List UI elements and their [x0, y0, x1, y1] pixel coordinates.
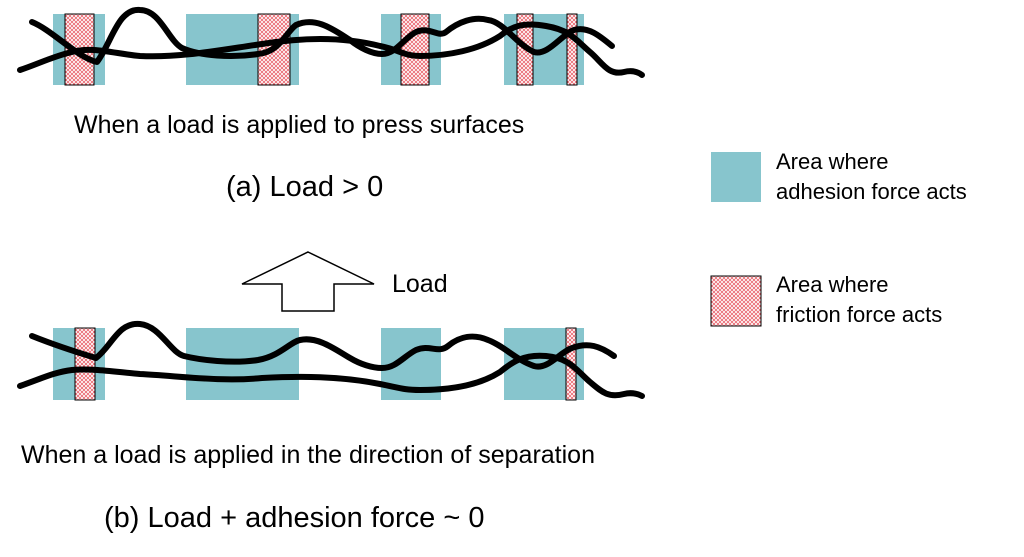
upper-surface-line — [29, 320, 617, 371]
legend-adhesion-line1: Area where — [776, 149, 889, 174]
panel-a — [17, 7, 645, 86]
friction-area — [74, 327, 96, 401]
load-label: Load — [392, 270, 448, 298]
lower-surface-line — [17, 352, 645, 399]
legend-friction-line2: friction force acts — [776, 302, 943, 327]
panel-b-caption: When a load is applied in the direction … — [21, 441, 595, 469]
legend-friction-swatch — [710, 275, 762, 327]
friction-area — [400, 13, 430, 86]
panel-b — [17, 320, 645, 401]
legend-adhesion-label: Area where adhesion force acts — [776, 147, 967, 207]
lower-surface-line — [17, 21, 645, 78]
load-arrow-icon — [241, 251, 375, 312]
legend-friction-label: Area where friction force acts — [776, 270, 942, 330]
panel-b-label: (b) Load + adhesion force ~ 0 — [104, 502, 485, 534]
panel-a-label: (a) Load > 0 — [226, 171, 384, 203]
panel-a-caption: When a load is applied to press surfaces — [74, 111, 525, 139]
friction-area — [566, 13, 578, 86]
legend-adhesion-line2: adhesion force acts — [776, 179, 967, 204]
legend-adhesion-swatch — [711, 152, 761, 202]
legend-friction-line1: Area where — [776, 272, 889, 297]
